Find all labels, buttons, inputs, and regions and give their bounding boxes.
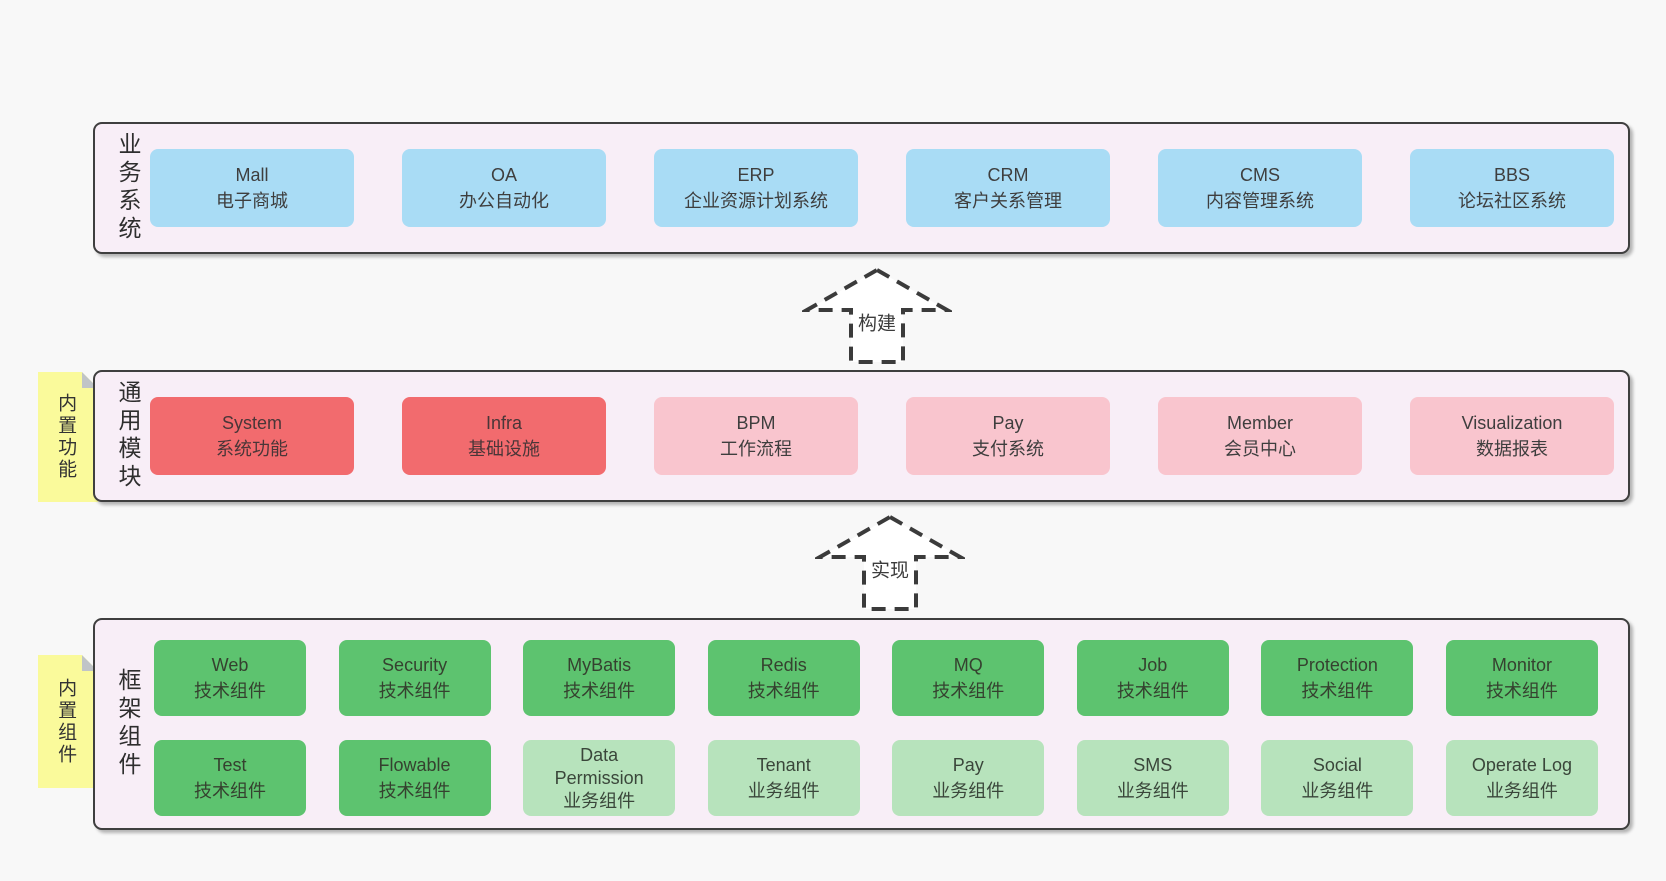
layer-label-modules: 通用模块 [115, 380, 141, 492]
box-tenant: Tenant 业务组件 [707, 740, 860, 816]
box-cms: CMS 内容管理系统 [1158, 149, 1362, 227]
box-web: Web 技术组件 [154, 640, 306, 716]
modules-box-row: System 系统功能 Infra 基础设施 BPM 工作流程 Pay 支付系统… [150, 397, 1614, 475]
box-monitor: Monitor 技术组件 [1445, 640, 1598, 716]
box-sms: SMS 业务组件 [1076, 740, 1229, 816]
box-infra: Infra 基础设施 [402, 397, 606, 475]
box-erp: ERP 企业资源计划系统 [654, 149, 858, 227]
layer-business-systems: 业务系统 Mall 电子商城 OA 办公自动化 ERP 企业资源计划系统 CRM… [93, 122, 1630, 254]
layer-common-modules: 通用模块 System 系统功能 Infra 基础设施 BPM 工作流程 Pay… [93, 370, 1630, 502]
implement-arrow-label: 实现 [867, 555, 913, 583]
box-bpm: BPM 工作流程 [654, 397, 858, 475]
build-arrow: 构建 [802, 266, 952, 366]
box-mall: Mall 电子商城 [150, 149, 354, 227]
sticky-note-builtin-components: 内置组件 [38, 655, 98, 788]
layer-label-business: 业务系统 [115, 132, 141, 244]
sticky-note-label: 内置功能 [55, 393, 77, 481]
box-operate-log: Operate Log 业务组件 [1445, 740, 1598, 816]
implement-arrow: 实现 [815, 513, 965, 613]
box-security: Security 技术组件 [338, 640, 491, 716]
box-pay-system: Pay 支付系统 [906, 397, 1110, 475]
box-data-permission: Data Permission 业务组件 [523, 740, 676, 816]
box-bbs: BBS 论坛社区系统 [1410, 149, 1614, 227]
box-member: Member 会员中心 [1158, 397, 1362, 475]
box-redis: Redis 技术组件 [707, 640, 860, 716]
box-protection: Protection 技术组件 [1261, 640, 1414, 716]
box-crm: CRM 客户关系管理 [906, 149, 1110, 227]
box-job: Job 技术组件 [1076, 640, 1229, 716]
box-pay-component: Pay 业务组件 [892, 740, 1045, 816]
box-social: Social 业务组件 [1261, 740, 1414, 816]
box-mq: MQ 技术组件 [892, 640, 1045, 716]
build-arrow-label: 构建 [854, 308, 900, 336]
sticky-note-label: 内置组件 [55, 677, 77, 766]
sticky-note-builtin-features: 内置功能 [38, 372, 98, 502]
layer-label-components: 框架组件 [115, 668, 141, 780]
box-system: System 系统功能 [150, 397, 354, 475]
box-visualization: Visualization 数据报表 [1410, 397, 1614, 475]
business-box-row: Mall 电子商城 OA 办公自动化 ERP 企业资源计划系统 CRM 客户关系… [150, 149, 1614, 227]
components-box-row-1: Web 技术组件 Security 技术组件 MyBatis 技术组件 Redi… [154, 640, 1598, 716]
box-flowable: Flowable 技术组件 [338, 740, 491, 816]
layer-framework-components: 框架组件 Web 技术组件 Security 技术组件 MyBatis 技术组件… [93, 618, 1630, 830]
box-oa: OA 办公自动化 [402, 149, 606, 227]
box-test: Test 技术组件 [154, 740, 306, 816]
box-mybatis: MyBatis 技术组件 [523, 640, 676, 716]
components-box-row-2: Test 技术组件 Flowable 技术组件 Data Permission … [154, 740, 1598, 816]
